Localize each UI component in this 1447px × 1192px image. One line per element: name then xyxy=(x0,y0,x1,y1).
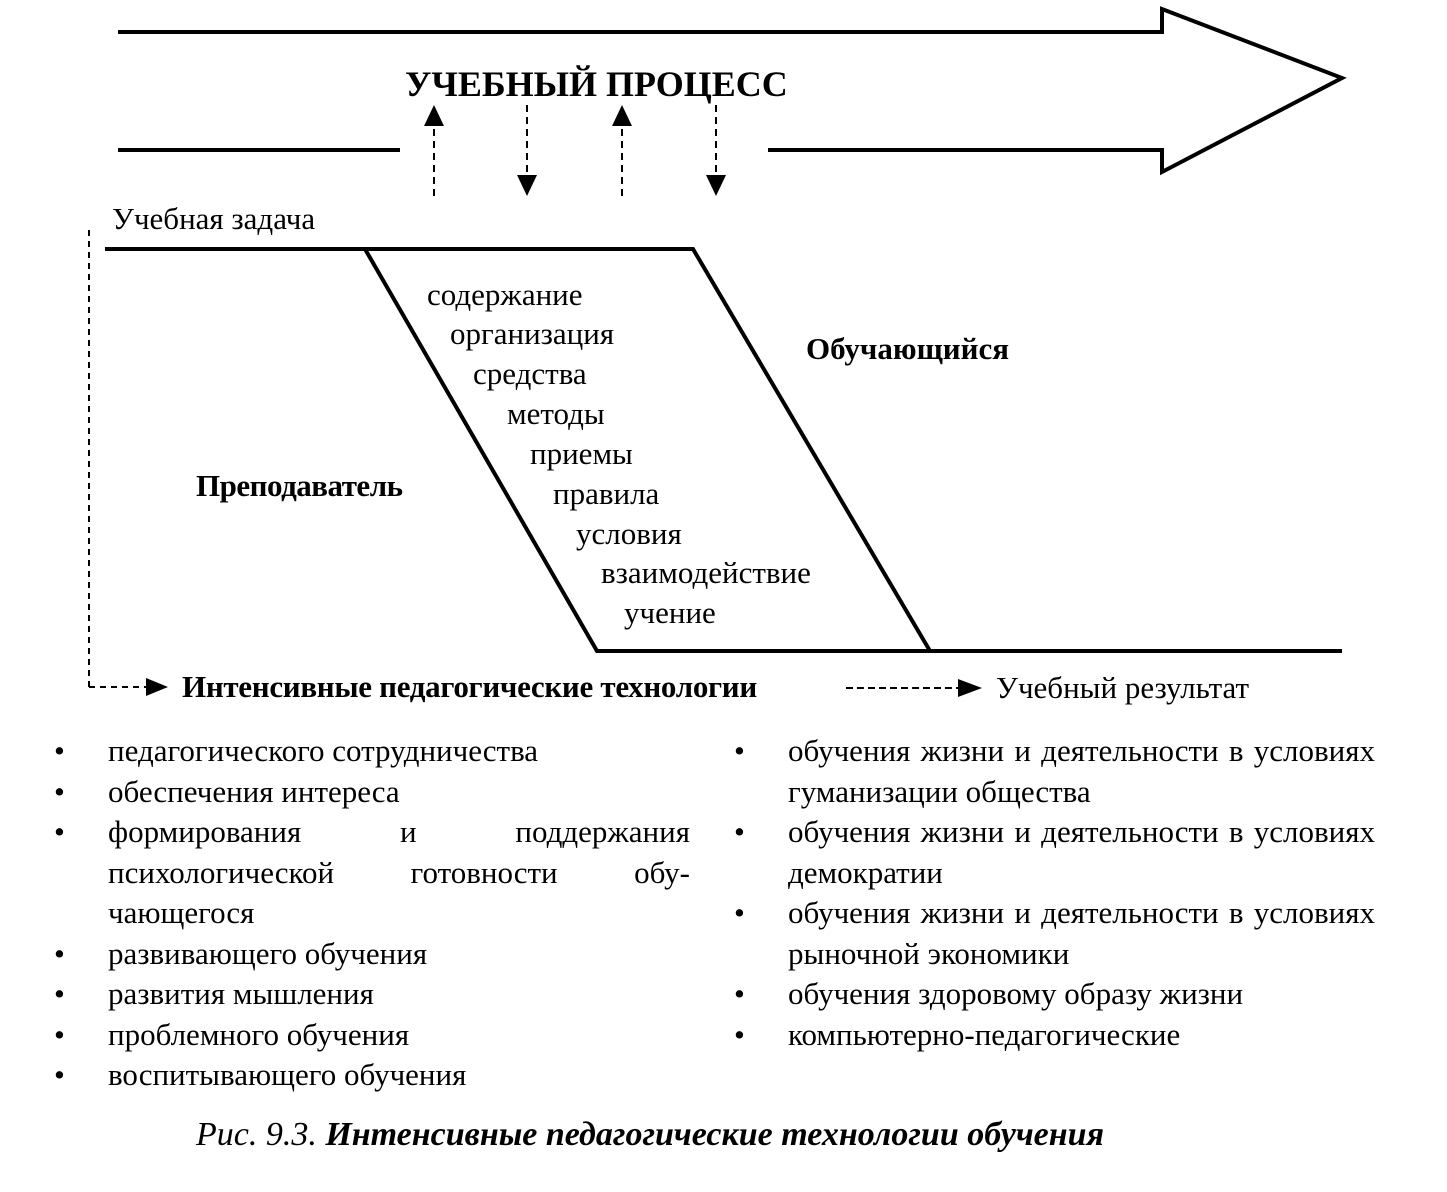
component-label: методы xyxy=(507,396,605,431)
component-label: приемы xyxy=(530,436,633,471)
bullet-icon: • xyxy=(54,814,65,849)
caption-title: Интенсивные педагогические технологии об… xyxy=(325,1116,1105,1153)
list-item: •развивающего обучения xyxy=(50,934,690,975)
bullet-icon: • xyxy=(54,733,65,768)
list-item: •формирования и поддержания психологичес… xyxy=(54,814,690,930)
process-title: УЧЕБНЫЙ ПРОЦЕСС xyxy=(405,64,788,104)
process-arrow xyxy=(118,6,1347,176)
bullet-icon: • xyxy=(734,895,745,930)
list-item: •воспитывающего обучения xyxy=(50,1055,690,1096)
tech-arrow-head xyxy=(146,678,168,696)
teacher-label: Преподаватель xyxy=(196,468,403,503)
bullet-icon: • xyxy=(54,1057,65,1092)
learner-label: Обучающийся xyxy=(806,331,1010,366)
list-item: •обучения здоровому образу жизни xyxy=(730,974,1375,1015)
bullet-icon: • xyxy=(54,1016,65,1052)
list-item: •проблемного обучения xyxy=(50,1015,690,1056)
list-item: •обучения жизни и деятельности в условия… xyxy=(734,733,1375,809)
figure-caption: Рис. 9.3. Интенсивные педагогические тех… xyxy=(196,1118,1104,1152)
task-label: Учебная задача xyxy=(112,201,316,236)
technologies-list-right: •обучения жизни и деятельности в условия… xyxy=(730,731,1375,1055)
caption-prefix: Рис. 9.3. xyxy=(196,1116,317,1153)
bullet-icon: • xyxy=(54,976,65,1011)
bullet-icon: • xyxy=(734,1016,745,1052)
technologies-label: Интенсивные педагогические технологии xyxy=(182,669,757,704)
bullet-icon: • xyxy=(54,935,65,971)
down-arrow-2 xyxy=(706,105,726,196)
list-item: •обучения жизни и деятельности в условия… xyxy=(734,895,1375,971)
result-label: Учебный результат xyxy=(996,670,1250,705)
list-item: •педагогического сотрудничества xyxy=(50,731,690,772)
list-item: •развития мышления xyxy=(50,974,690,1015)
technologies-list-left: •педагогического сотрудничества •обеспеч… xyxy=(50,731,690,1096)
component-label: правила xyxy=(553,476,660,511)
bullet-icon: • xyxy=(734,733,745,768)
list-item: •обеспечения интереса xyxy=(50,772,690,813)
component-label: взаимодействие xyxy=(601,555,811,590)
component-label: условия xyxy=(576,516,682,551)
bullet-icon: • xyxy=(734,814,745,849)
component-label: учение xyxy=(624,595,716,630)
up-arrow-2 xyxy=(612,105,632,196)
component-label: средства xyxy=(473,356,587,391)
component-label: организация xyxy=(450,316,615,351)
bullet-icon: • xyxy=(734,976,745,1011)
list-item: •компьютерно-педагогические xyxy=(730,1015,1375,1056)
bullet-icon: • xyxy=(54,773,65,809)
up-arrow-1 xyxy=(424,105,444,196)
component-label: содержание xyxy=(427,277,583,312)
list-item: •обучения жизни и деятельности в условия… xyxy=(734,814,1375,890)
down-arrow-1 xyxy=(517,105,537,196)
result-arrow-head xyxy=(958,679,982,697)
